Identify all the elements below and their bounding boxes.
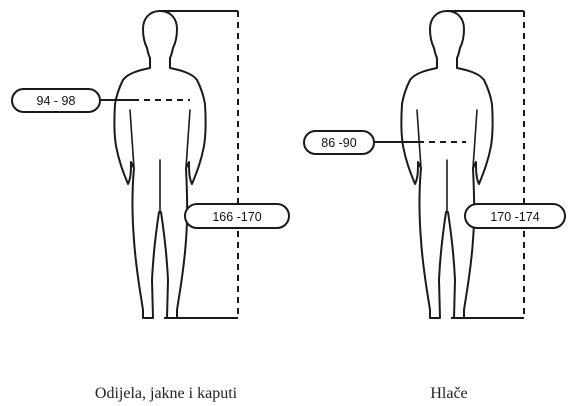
waist-label: 86 -90	[321, 136, 356, 150]
right-arm-line	[185, 109, 191, 169]
left-arm-line	[416, 109, 422, 169]
figure-suits: 94 - 98 166 -170	[11, 10, 290, 319]
height-label: 170 -174	[490, 210, 539, 224]
chest-pill	[11, 88, 101, 113]
chest-label: 94 - 98	[37, 94, 76, 108]
height-pill	[464, 203, 566, 229]
left-arm-line	[129, 109, 135, 169]
height-label: 166 -170	[212, 210, 261, 224]
height-pill	[184, 203, 290, 229]
right-arm-line	[472, 109, 478, 169]
caption-suits: Odijela, jakne i kaputi	[94, 385, 238, 402]
caption-trousers: Hlače	[430, 385, 468, 402]
waist-pill	[303, 130, 375, 155]
figure-trousers: 86 -90 170 -174	[303, 10, 566, 319]
